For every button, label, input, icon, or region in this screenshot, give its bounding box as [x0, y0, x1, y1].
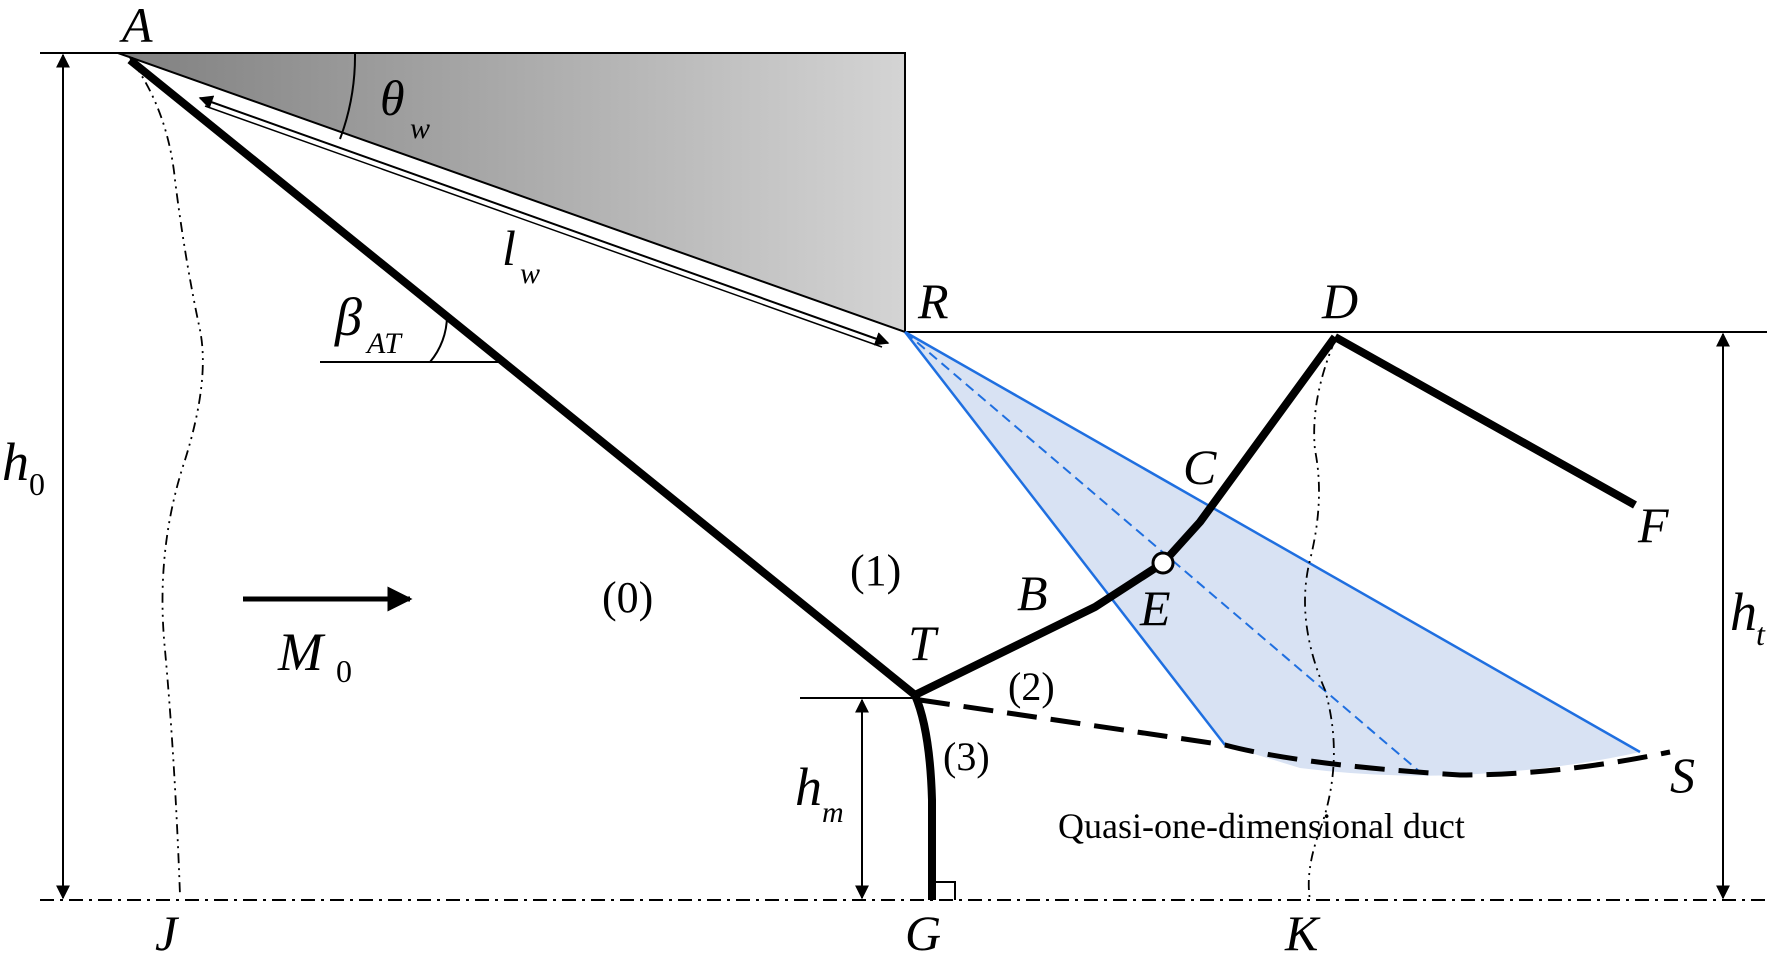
region-2: (2)	[1008, 664, 1055, 709]
point-E-marker	[1151, 551, 1175, 575]
slip-line-TS	[919, 697, 1671, 778]
label-B: B	[1017, 565, 1048, 621]
expansion-fan-trailing	[904, 330, 1641, 754]
beta-angle-arc	[429, 315, 448, 363]
streamline-DK	[1304, 339, 1336, 901]
shock-AT	[127, 56, 918, 699]
expansion-fan-leading	[904, 331, 1226, 746]
svg-text:h: h	[1730, 582, 1757, 642]
streamline-AJ	[129, 57, 204, 896]
label-A: A	[119, 0, 153, 53]
svg-text:m: m	[822, 796, 844, 829]
svg-text:t: t	[1756, 616, 1766, 652]
wedge-body	[117, 52, 906, 334]
label-F: F	[1637, 497, 1669, 553]
label-R: R	[917, 273, 949, 329]
region-3: (3)	[943, 734, 990, 779]
svg-text:θ: θ	[380, 70, 405, 126]
label-E: E	[1139, 580, 1171, 636]
svg-text:h: h	[795, 757, 822, 817]
svg-text:AT: AT	[365, 327, 403, 360]
label-K: K	[1284, 905, 1321, 955]
mach-0-symbol: M 0	[277, 622, 352, 689]
duct-label: Quasi-one-dimensional duct	[1058, 806, 1465, 846]
label-G: G	[905, 905, 941, 955]
svg-text:0: 0	[336, 653, 352, 689]
svg-text:β: β	[334, 287, 362, 347]
h0-symbol: h 0	[2, 432, 45, 502]
theta-w-symbol: θ w	[380, 70, 430, 145]
svg-text:0: 0	[29, 466, 45, 502]
shock-DF	[1333, 333, 1637, 509]
label-J: J	[155, 905, 180, 955]
label-D: D	[1321, 273, 1358, 329]
expansion-fan-fill	[905, 332, 1640, 776]
svg-text:l: l	[502, 220, 516, 276]
label-S: S	[1670, 747, 1695, 803]
mach-stem-TG	[911, 693, 936, 900]
ht-symbol: h t	[1730, 582, 1766, 652]
right-angle-G	[936, 881, 956, 900]
label-T: T	[908, 615, 939, 671]
lw-length-arrow-inner	[204, 105, 883, 348]
label-C: C	[1183, 439, 1217, 495]
svg-text:h: h	[2, 432, 29, 492]
hm-symbol: h m	[795, 757, 844, 829]
beta-at-symbol: β AT	[334, 287, 403, 360]
lw-length-arrow	[198, 95, 890, 346]
lw-symbol: l w	[502, 220, 540, 290]
region-0: (0)	[602, 573, 653, 622]
svg-text:M: M	[277, 622, 326, 682]
svg-text:w: w	[410, 112, 430, 145]
svg-text:w: w	[520, 257, 540, 290]
region-1: (1)	[850, 546, 901, 595]
